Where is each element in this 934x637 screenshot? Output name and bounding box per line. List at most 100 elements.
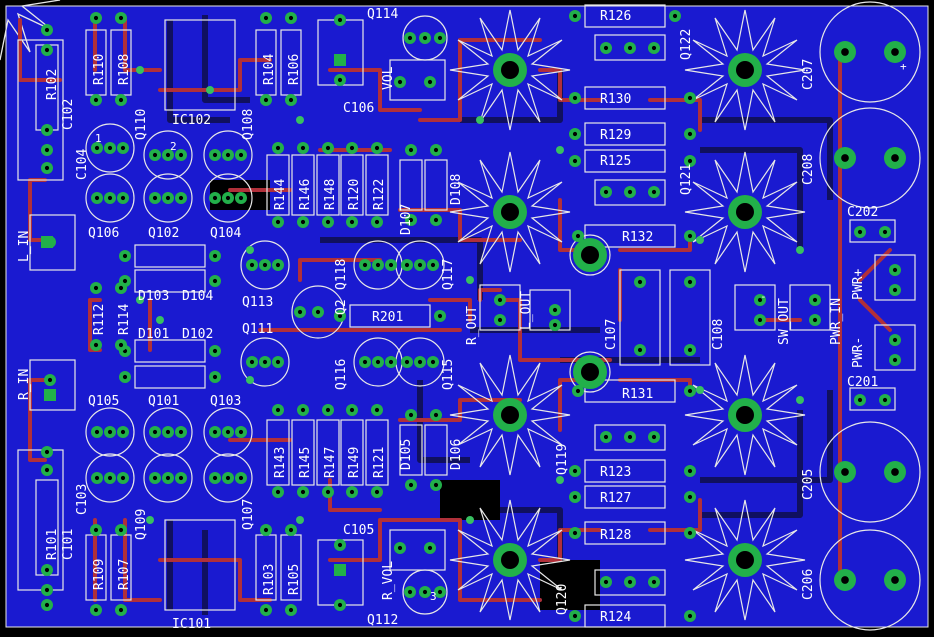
label-r125: R125 (600, 154, 631, 169)
pad-hole (225, 475, 231, 481)
pad-hole (118, 607, 124, 613)
pad-hole (687, 158, 693, 164)
pad-hole (118, 15, 124, 21)
pad-hole (212, 278, 218, 284)
pad-hole (337, 313, 343, 319)
via (296, 116, 304, 124)
pad-hole (288, 607, 294, 613)
label-r108: R108 (117, 54, 132, 85)
label-q109: Q109 (134, 509, 149, 540)
via (136, 296, 144, 304)
via (296, 516, 304, 524)
mounting-hole (501, 61, 519, 79)
pad-hole (433, 412, 439, 418)
pad-hole (325, 407, 331, 413)
pad-hole (891, 468, 899, 476)
square-pad (41, 236, 53, 248)
mounting-hole (501, 203, 519, 221)
pad-hole (627, 45, 633, 51)
pad-hole (627, 579, 633, 585)
pad-hole (841, 576, 849, 584)
pad-hole (178, 475, 184, 481)
pad-hole (651, 579, 657, 585)
pad-hole (325, 145, 331, 151)
label-c107: C107 (604, 319, 619, 350)
pad-hole (212, 195, 218, 201)
pad-hole (165, 152, 171, 158)
pad-hole (891, 154, 899, 162)
pad-hole (437, 589, 443, 595)
mounting-holes (493, 53, 762, 577)
via (556, 476, 564, 484)
pad-hole (427, 545, 433, 551)
label-r110: R110 (92, 54, 107, 85)
pad-hole (263, 15, 269, 21)
pad-hole (288, 15, 294, 21)
label-c101: C101 (61, 529, 76, 560)
label-r127: R127 (600, 491, 631, 506)
pad-hole (672, 13, 678, 19)
mounting-hole (736, 551, 754, 569)
pad-hole (225, 152, 231, 158)
pad-hole (408, 482, 414, 488)
pad-hole (120, 195, 126, 201)
pad-hole (687, 494, 693, 500)
label-q119: Q119 (555, 444, 570, 475)
pad-hole (275, 262, 281, 268)
label-d105: D105 (399, 439, 414, 470)
label-sw-out: SW_OUT (777, 298, 792, 345)
pad-hole (572, 158, 578, 164)
via (696, 386, 704, 394)
pad-hole (572, 468, 578, 474)
pad-hole (891, 576, 899, 584)
label-pwr-in: PWR_IN (829, 298, 844, 345)
label-d107: D107 (399, 204, 414, 235)
pad-hole (337, 17, 343, 23)
via (206, 86, 214, 94)
pad-hole (572, 131, 578, 137)
pad-hole (687, 233, 693, 239)
pad-hole (349, 489, 355, 495)
via (466, 276, 474, 284)
pad-hole (118, 342, 124, 348)
pad-hole (212, 429, 218, 435)
label-r114: R114 (117, 304, 132, 335)
pad-hole (44, 467, 50, 473)
label-pwr-plus: PWR+ (851, 269, 866, 300)
pad-hole (637, 279, 643, 285)
pad-hole (433, 217, 439, 223)
pad-hole (275, 359, 281, 365)
pad-hole (120, 145, 126, 151)
label-r130: R130 (600, 92, 631, 107)
pad-hole (300, 407, 306, 413)
pad-hole (892, 287, 898, 293)
label-r128: R128 (600, 528, 631, 543)
pad-hole (374, 219, 380, 225)
pad-hole (212, 152, 218, 158)
pad-hole (44, 165, 50, 171)
pad-hole (349, 145, 355, 151)
pad-hole (757, 317, 763, 323)
pad-hole (407, 35, 413, 41)
label-r121: R121 (372, 447, 387, 478)
pad-hole (375, 262, 381, 268)
pad-hole (44, 147, 50, 153)
pad-hole (892, 337, 898, 343)
label-q113: Q113 (242, 295, 273, 310)
pad-hole (433, 482, 439, 488)
pad-hole (107, 475, 113, 481)
pad-hole (275, 145, 281, 151)
label-c102: C102 (61, 99, 76, 130)
label-l-in: L_IN (17, 231, 32, 262)
pad-hole (263, 527, 269, 533)
pad-hole (552, 307, 558, 313)
pad-hole (300, 219, 306, 225)
label-c205: C205 (801, 469, 816, 500)
pin-3-a: 3 (430, 590, 437, 603)
label-r132: R132 (622, 230, 653, 245)
pad-hole (627, 189, 633, 195)
pad-hole (152, 429, 158, 435)
label-r145: R145 (298, 447, 313, 478)
pad-hole (120, 429, 126, 435)
